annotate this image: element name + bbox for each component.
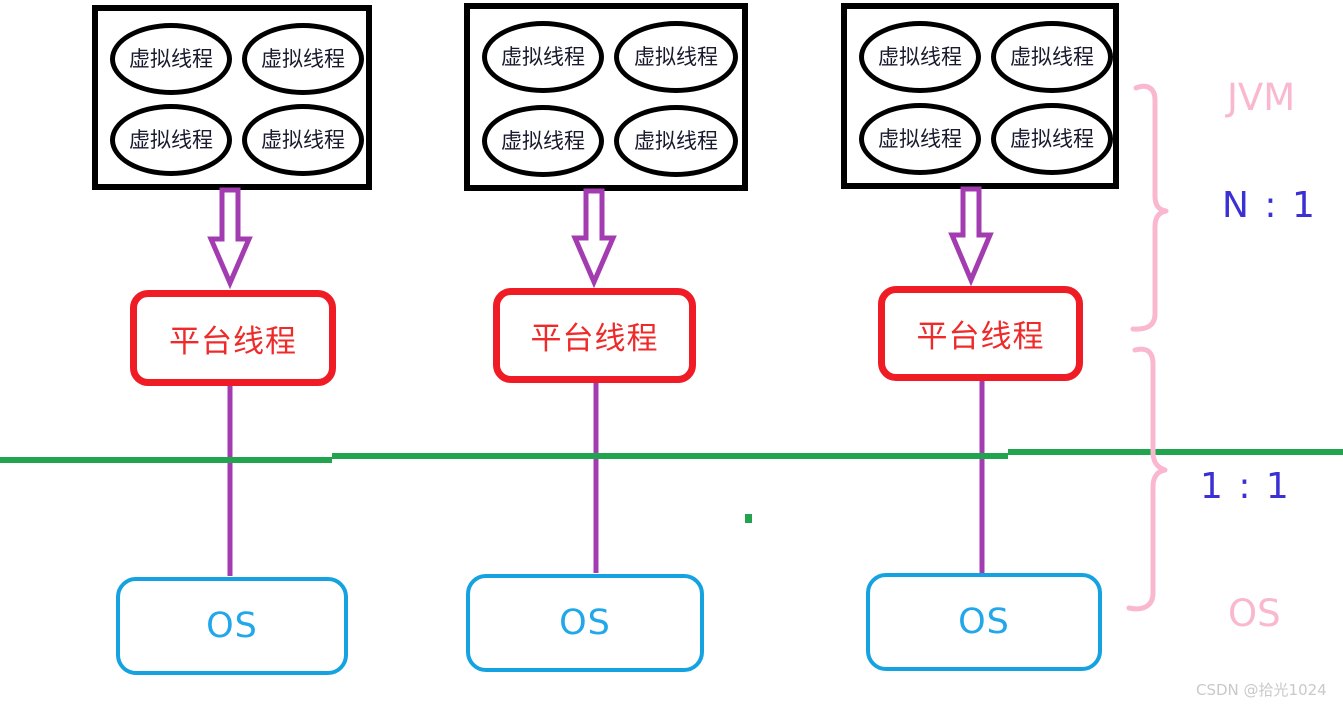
ratio-label-n-to-1: N : 1 bbox=[1222, 185, 1317, 226]
platform-thread-label: 平台线程 bbox=[530, 321, 659, 357]
stray-dot-mark bbox=[745, 514, 752, 523]
virtual-thread-label: 虚拟线程 bbox=[129, 46, 213, 71]
virtual-thread-ellipse: 虚拟线程 bbox=[859, 21, 981, 93]
virtual-thread-label: 虚拟线程 bbox=[878, 126, 962, 151]
os-box-label: OS bbox=[206, 606, 258, 646]
brace-top bbox=[1130, 83, 1169, 332]
virtual-thread-ellipse: 虚拟线程 bbox=[614, 21, 738, 93]
virtual-thread-ellipse: 虚拟线程 bbox=[242, 23, 364, 95]
brace-bottom bbox=[1126, 346, 1168, 612]
os-box-label: OS bbox=[559, 603, 611, 643]
os-layer-label: OS bbox=[1228, 592, 1281, 635]
virtual-thread-label: 虚拟线程 bbox=[261, 46, 345, 71]
jvm-box-2: 虚拟线程 虚拟线程 虚拟线程 虚拟线程 bbox=[464, 3, 748, 191]
virtual-thread-label: 虚拟线程 bbox=[501, 128, 585, 153]
virtual-thread-label: 虚拟线程 bbox=[634, 44, 718, 69]
virtual-thread-label: 虚拟线程 bbox=[501, 44, 585, 69]
virtual-thread-ellipse: 虚拟线程 bbox=[482, 105, 604, 177]
kernel-boundary-line bbox=[0, 449, 1343, 463]
platform-thread-box-2: 平台线程 bbox=[493, 288, 696, 383]
os-box-2: OS bbox=[466, 574, 704, 672]
jvm-layer-label: JVM bbox=[1227, 76, 1296, 119]
block-arrow-down-icon bbox=[571, 188, 617, 289]
platform-thread-box-3: 平台线程 bbox=[878, 286, 1083, 381]
os-box-label: OS bbox=[958, 602, 1010, 642]
virtual-thread-ellipse: 虚拟线程 bbox=[242, 104, 364, 176]
virtual-thread-label: 虚拟线程 bbox=[1010, 126, 1094, 151]
watermark: CSDN @拾光1024 bbox=[1196, 681, 1327, 699]
platform-thread-label: 平台线程 bbox=[916, 319, 1045, 355]
virtual-thread-label: 虚拟线程 bbox=[1010, 44, 1094, 69]
virtual-thread-ellipse: 虚拟线程 bbox=[991, 21, 1113, 93]
jvm-box-1: 虚拟线程 虚拟线程 虚拟线程 虚拟线程 bbox=[92, 5, 372, 190]
virtual-thread-label: 虚拟线程 bbox=[261, 127, 345, 152]
os-box-1: OS bbox=[116, 577, 348, 675]
virtual-thread-ellipse: 虚拟线程 bbox=[991, 103, 1113, 175]
platform-thread-box-1: 平台线程 bbox=[130, 290, 336, 386]
virtual-thread-label: 虚拟线程 bbox=[129, 127, 213, 152]
virtual-thread-label: 虚拟线程 bbox=[878, 44, 962, 69]
block-arrow-down-icon bbox=[207, 187, 253, 290]
virtual-thread-ellipse: 虚拟线程 bbox=[614, 105, 738, 177]
os-box-3: OS bbox=[866, 573, 1102, 671]
platform-thread-label: 平台线程 bbox=[169, 323, 297, 360]
block-arrow-down-icon bbox=[948, 186, 994, 287]
jvm-box-3: 虚拟线程 虚拟线程 虚拟线程 虚拟线程 bbox=[841, 3, 1119, 189]
virtual-thread-ellipse: 虚拟线程 bbox=[859, 103, 981, 175]
virtual-thread-ellipse: 虚拟线程 bbox=[110, 104, 232, 176]
virtual-thread-ellipse: 虚拟线程 bbox=[110, 23, 232, 95]
virtual-thread-ellipse: 虚拟线程 bbox=[482, 21, 604, 93]
virtual-thread-label: 虚拟线程 bbox=[634, 128, 718, 153]
ratio-label-1-to-1: 1 : 1 bbox=[1200, 466, 1291, 507]
